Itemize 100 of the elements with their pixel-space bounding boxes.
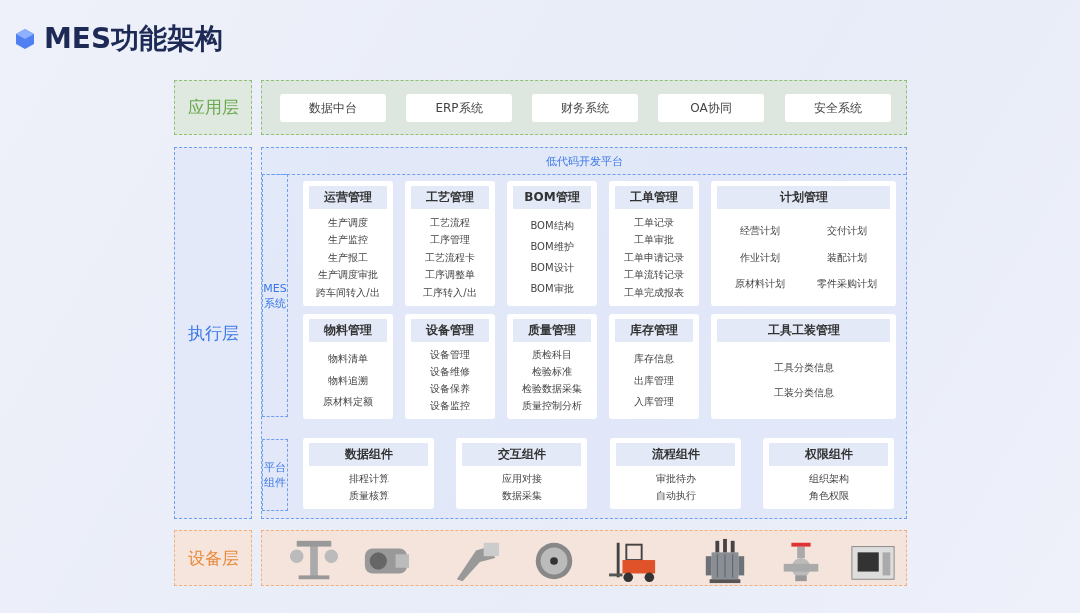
module-item: 装配计划 — [825, 250, 868, 264]
module-item: 出库管理 — [633, 373, 675, 387]
module-card — [711, 181, 896, 306]
module-heading: 交互组件 — [462, 443, 581, 466]
module-heading: 物料管理 — [309, 319, 387, 342]
system-box — [406, 94, 512, 122]
module-item: BOM结构 — [529, 219, 575, 232]
module-item: 库存信息 — [633, 352, 675, 366]
platform-title: 低代码开发平台 — [545, 153, 623, 169]
module-heading: BOM管理 — [513, 186, 591, 209]
module-item: 工单申请记录 — [623, 250, 685, 264]
module-item: 工序转入/出 — [422, 285, 478, 299]
module-heading: 数据组件 — [309, 443, 428, 466]
layer-box — [174, 530, 252, 586]
system-box — [658, 94, 764, 122]
module-item: 检验标准 — [531, 365, 573, 378]
module-heading: 设备管理 — [411, 319, 489, 342]
module-card — [303, 438, 434, 509]
module-card — [303, 181, 393, 306]
layer-box — [174, 147, 252, 519]
module-item: 零件采购计划 — [815, 276, 878, 290]
module-item: 经营计划 — [739, 224, 782, 238]
module-heading: 计划管理 — [717, 186, 890, 209]
module-item: 组织架构 — [807, 472, 850, 485]
module-item: 工序调整单 — [424, 268, 476, 281]
layer-title: 设备层 — [187, 546, 239, 570]
module-item: 自动执行 — [654, 489, 697, 502]
system-box — [532, 94, 638, 122]
module-item: 排程计算 — [347, 472, 390, 485]
module-card — [303, 314, 393, 419]
module-item: 生产调度 — [327, 215, 369, 229]
module-heading: 工艺管理 — [411, 186, 489, 209]
module-item: 生产监控 — [327, 233, 369, 246]
module-item: 设备监控 — [429, 399, 471, 412]
module-item: 工单记录 — [633, 215, 675, 229]
module-item: 工单流转记录 — [623, 268, 685, 281]
module-item: 设备保养 — [429, 382, 471, 395]
system-name: ERP系统 — [435, 99, 483, 117]
system-name: 数据中台 — [309, 99, 357, 117]
module-item: 应用对接 — [500, 472, 543, 485]
side-label: MES系统 — [263, 280, 287, 311]
module-item: 工装分类信息 — [772, 386, 835, 399]
module-heading: 工具工装管理 — [717, 319, 890, 342]
module-item: 交付计划 — [825, 224, 868, 238]
module-heading: 质量管理 — [513, 319, 591, 342]
side-label: 平台组件 — [263, 460, 287, 490]
layer-band — [261, 80, 907, 135]
system-box — [785, 94, 891, 122]
module-card — [609, 181, 699, 306]
module-card — [609, 314, 699, 419]
side-band — [262, 174, 288, 417]
module-item: 工艺流程卡 — [424, 250, 476, 264]
module-heading: 权限组件 — [769, 443, 888, 466]
module-item: 跨车间转入/出 — [315, 285, 381, 299]
page-title: MES功能架构 — [44, 21, 224, 57]
layer-box — [174, 80, 252, 135]
module-item: 质检科目 — [531, 348, 573, 361]
layer-band — [261, 530, 907, 586]
module-item: 质量控制分析 — [521, 399, 583, 412]
module-card — [507, 314, 597, 419]
module-item: 物料清单 — [327, 352, 369, 366]
module-item: 作业计划 — [739, 250, 782, 264]
module-item: 角色权限 — [807, 489, 850, 502]
module-item: 入库管理 — [633, 394, 675, 408]
module-card — [405, 314, 495, 419]
module-item: 生产调度审批 — [317, 268, 379, 281]
module-item: 工艺流程 — [429, 215, 471, 229]
module-item: 审批待办 — [654, 472, 697, 485]
system-name: 安全系统 — [814, 99, 862, 117]
system-box — [280, 94, 386, 122]
module-item: 设备管理 — [429, 348, 471, 361]
side-band — [262, 439, 288, 511]
layer-title: 应用层 — [187, 96, 239, 119]
module-card — [610, 438, 741, 509]
system-name: 财务系统 — [561, 99, 609, 117]
layer-title: 执行层 — [187, 321, 239, 345]
module-card — [711, 314, 896, 419]
module-item: 工单审批 — [633, 233, 675, 246]
module-card — [763, 438, 894, 509]
module-heading: 库存管理 — [615, 319, 693, 342]
module-item: 原材料计划 — [734, 276, 787, 290]
module-card — [507, 181, 597, 306]
module-item: 原材料定额 — [322, 394, 374, 408]
module-item: BOM设计 — [529, 261, 575, 274]
module-item: 工具分类信息 — [772, 361, 835, 374]
module-item: 物料追溯 — [327, 373, 369, 387]
platform-panel — [261, 147, 907, 519]
system-name: OA协同 — [690, 99, 732, 117]
module-item: 工单完成报表 — [623, 285, 685, 299]
module-item: 检验数据采集 — [521, 382, 583, 395]
module-item: BOM审批 — [529, 282, 575, 295]
module-item: 质量核算 — [347, 489, 390, 502]
module-item: 设备维修 — [429, 365, 471, 378]
module-heading: 运营管理 — [309, 186, 387, 209]
module-heading: 工单管理 — [615, 186, 693, 209]
module-item: 数据采集 — [500, 489, 543, 502]
module-heading: 流程组件 — [616, 443, 735, 466]
module-card — [456, 438, 587, 509]
module-card — [405, 181, 495, 306]
module-item: 工序管理 — [429, 233, 471, 246]
